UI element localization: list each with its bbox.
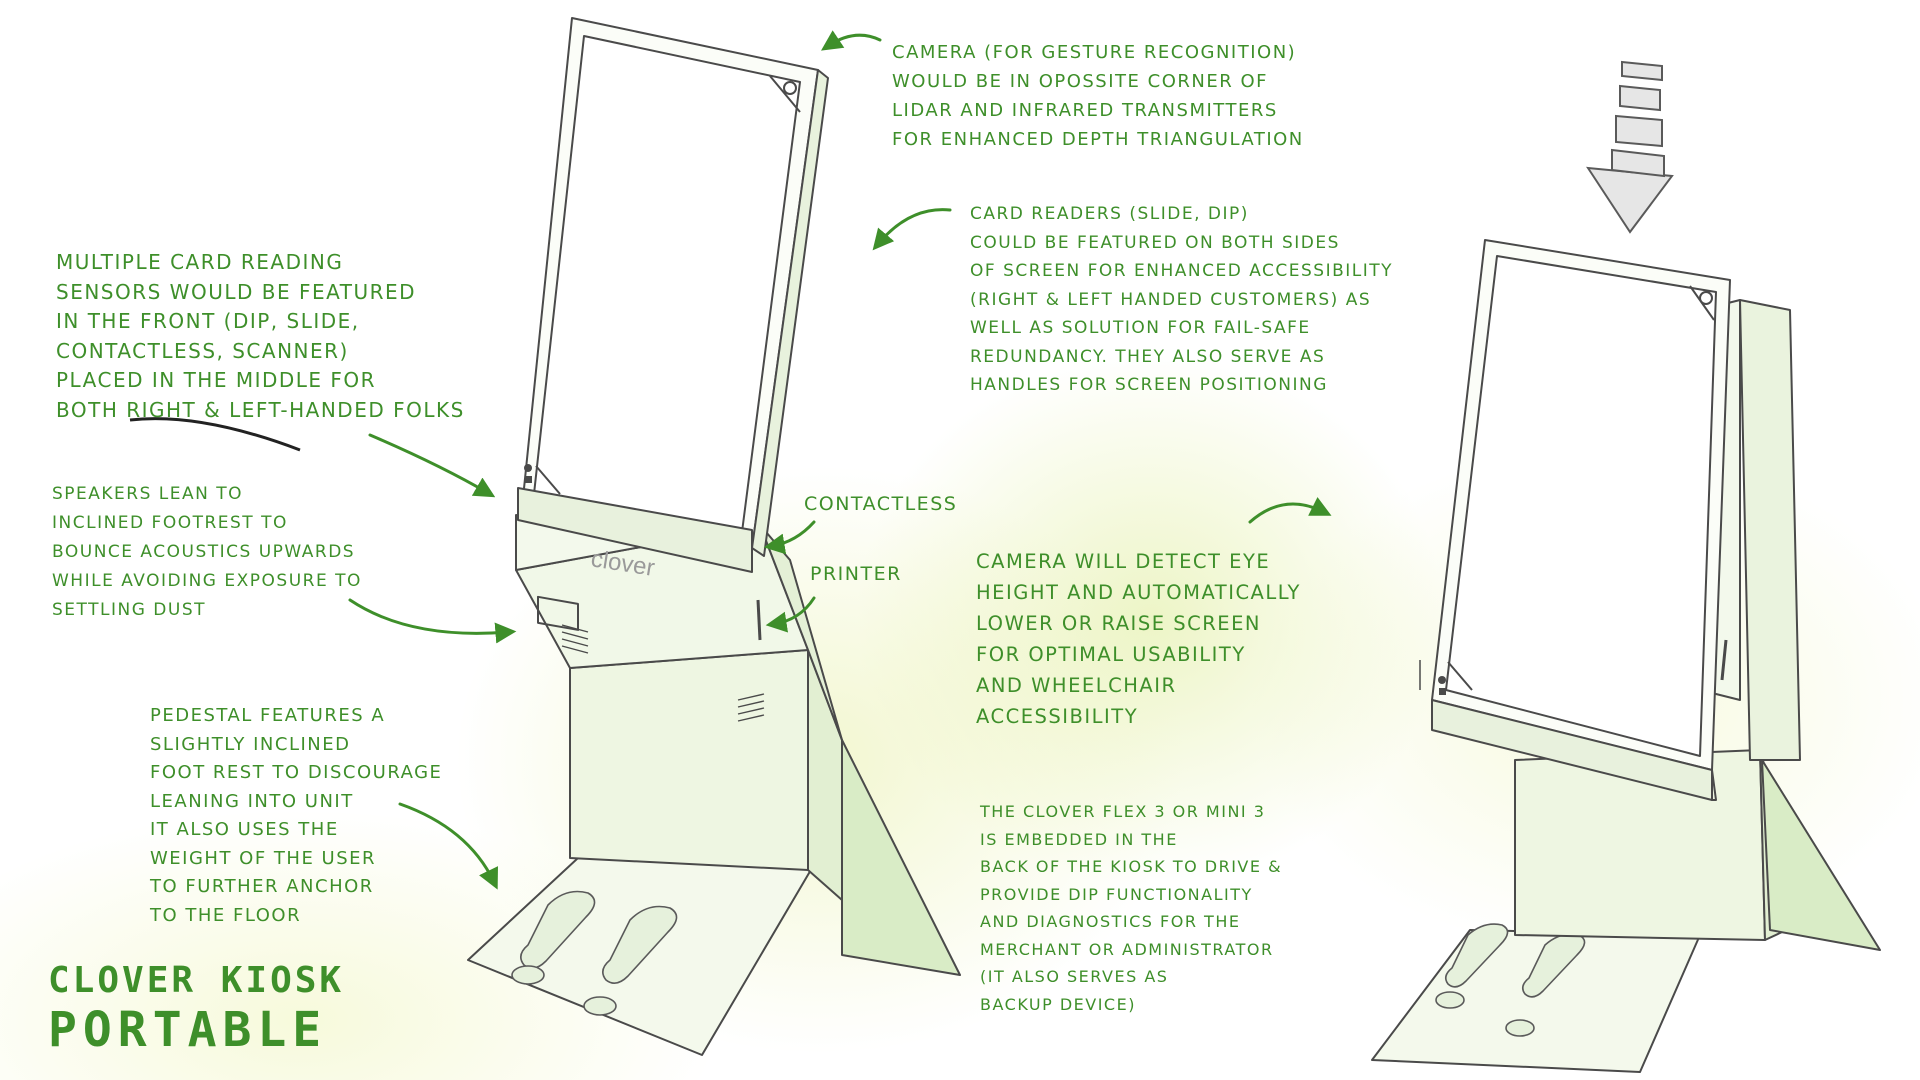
annotation-pedestal: PEDESTAL FEATURES A SLIGHTLY INCLINED FO… bbox=[150, 705, 443, 926]
arrow-speakers bbox=[348, 598, 517, 644]
annotation-contactless: CONTACTLESS bbox=[804, 493, 958, 515]
annotation-eye-height: CAMERA WILL DETECT EYE HEIGHT AND AUTOMA… bbox=[976, 550, 1301, 728]
footprints-icon bbox=[511, 890, 678, 1016]
page-title-line2: PORTABLE bbox=[48, 1002, 328, 1058]
annotation-multiple-sensors: MULTIPLE CARD READING SENSORS WOULD BE F… bbox=[56, 250, 465, 422]
annotation-card-readers: CARD READERS (SLIDE, DIP) COULD BE FEATU… bbox=[970, 204, 1394, 395]
kiosk-right bbox=[1371, 239, 1881, 1073]
arrow-contactless bbox=[763, 520, 816, 555]
annotation-clover-flex: THE CLOVER FLEX 3 OR MINI 3 IS EMBEDDED … bbox=[980, 802, 1283, 1014]
kiosk-right-screen bbox=[1445, 255, 1717, 757]
arrow-camera bbox=[821, 30, 882, 51]
annotation-arrows bbox=[348, 30, 1332, 890]
arrow-eye-height bbox=[1248, 496, 1332, 524]
down-arrow-icon bbox=[1586, 60, 1674, 234]
annotation-speakers: SPEAKERS LEAN TO INCLINED FOOTREST TO BO… bbox=[52, 484, 362, 620]
annotation-camera: CAMERA (FOR GESTURE RECOGNITION) WOULD B… bbox=[892, 42, 1304, 150]
annotation-printer: PRINTER bbox=[810, 563, 902, 585]
arrow-printer bbox=[765, 596, 816, 633]
arrow-sensors bbox=[368, 433, 496, 498]
arrow-card-readers bbox=[872, 208, 952, 251]
arrow-pedestal bbox=[398, 802, 498, 890]
kiosk-left-pedestal bbox=[569, 649, 809, 871]
page-title-line1: CLOVER KIOSK bbox=[48, 960, 345, 1001]
camera-icon bbox=[783, 81, 797, 95]
kiosk-left-reader-bar bbox=[517, 487, 753, 573]
kiosk-left: clover bbox=[467, 17, 961, 1056]
kiosk-right-floor-plate bbox=[1371, 929, 1701, 1073]
